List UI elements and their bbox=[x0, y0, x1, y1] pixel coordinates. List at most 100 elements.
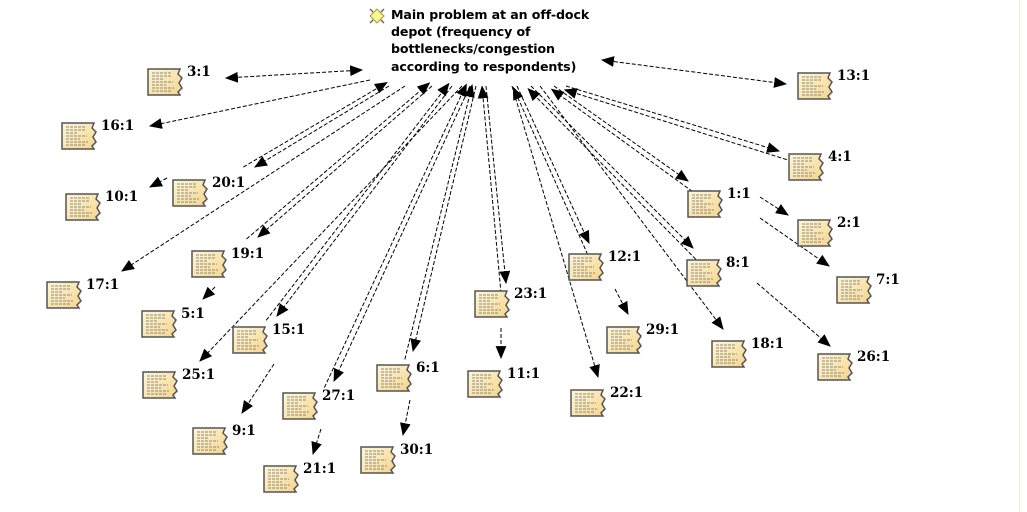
node-label: 7:1 bbox=[876, 272, 900, 288]
node-label: 27:1 bbox=[322, 388, 356, 404]
quotation-node-7[interactable]: 7:1 bbox=[836, 272, 916, 306]
edge-1-7[interactable] bbox=[759, 217, 830, 267]
edge-6-30[interactable] bbox=[400, 399, 411, 437]
document-note-icon bbox=[687, 190, 723, 218]
edge-main-to-20[interactable] bbox=[254, 85, 390, 168]
quotation-node-17[interactable]: 17:1 bbox=[46, 277, 126, 311]
quotation-node-25[interactable]: 25:1 bbox=[142, 367, 222, 401]
edge-main-to-1[interactable] bbox=[553, 85, 689, 182]
node-label: 8:1 bbox=[726, 255, 750, 271]
quotation-node-22[interactable]: 22:1 bbox=[570, 385, 650, 419]
document-note-icon bbox=[797, 72, 833, 100]
edge-12-29[interactable] bbox=[614, 288, 629, 315]
quotation-node-3[interactable]: 3:1 bbox=[147, 64, 227, 98]
document-note-icon bbox=[263, 465, 299, 493]
edge-27-to-main[interactable] bbox=[323, 83, 467, 388]
quotation-node-27[interactable]: 27:1 bbox=[282, 388, 362, 422]
edge-main-17[interactable] bbox=[121, 85, 406, 272]
edge-15-9[interactable] bbox=[241, 363, 275, 414]
quotation-node-4[interactable]: 4:1 bbox=[788, 149, 868, 183]
edge-27-21[interactable] bbox=[311, 428, 322, 456]
quotation-node-10[interactable]: 10:1 bbox=[65, 189, 145, 223]
edge-main-to-23[interactable] bbox=[485, 85, 511, 285]
quotation-node-19[interactable]: 19:1 bbox=[191, 246, 271, 280]
quotation-node-11[interactable]: 11:1 bbox=[467, 366, 547, 400]
node-label: 2:1 bbox=[837, 215, 861, 231]
node-label: 3:1 bbox=[187, 64, 211, 80]
quotation-node-12[interactable]: 12:1 bbox=[568, 249, 648, 283]
quotation-node-18[interactable]: 18:1 bbox=[711, 336, 791, 370]
edge-6-to-main[interactable] bbox=[404, 84, 475, 360]
document-note-icon bbox=[568, 253, 604, 281]
edge-main-to-6[interactable] bbox=[410, 85, 477, 353]
document-note-icon bbox=[817, 353, 853, 381]
document-note-icon bbox=[360, 446, 396, 474]
quotation-node-5[interactable]: 5:1 bbox=[141, 306, 221, 340]
edge-12-to-main[interactable] bbox=[512, 86, 589, 255]
edge-15-to-main[interactable] bbox=[265, 82, 450, 321]
edge-main-16[interactable] bbox=[148, 79, 371, 129]
canvas-edge-border bbox=[1019, 0, 1020, 512]
edge-23-to-main[interactable] bbox=[477, 85, 502, 294]
node-label: 30:1 bbox=[400, 442, 434, 458]
document-note-icon bbox=[147, 68, 183, 96]
edge-main-to-4[interactable] bbox=[565, 85, 781, 153]
edge-1-2[interactable] bbox=[759, 196, 789, 216]
edge-main-13[interactable] bbox=[600, 56, 788, 88]
edge-main-22[interactable] bbox=[511, 85, 600, 379]
node-label: 19:1 bbox=[231, 246, 265, 262]
node-label: 20:1 bbox=[212, 175, 246, 191]
edge-main-to-27[interactable] bbox=[333, 85, 471, 382]
quotation-node-8[interactable]: 8:1 bbox=[686, 255, 766, 289]
node-label: 9:1 bbox=[232, 423, 256, 439]
edge-19-5[interactable] bbox=[202, 286, 216, 300]
node-label: 6:1 bbox=[416, 360, 440, 376]
edge-main-3[interactable] bbox=[224, 65, 364, 83]
document-note-icon bbox=[65, 193, 101, 221]
edge-main-to-15[interactable] bbox=[276, 85, 453, 317]
quotation-node-15[interactable]: 15:1 bbox=[232, 322, 312, 356]
quotation-node-26[interactable]: 26:1 bbox=[817, 349, 897, 383]
quotation-node-9[interactable]: 9:1 bbox=[192, 423, 272, 457]
quotation-node-23[interactable]: 23:1 bbox=[474, 286, 554, 320]
node-label: 11:1 bbox=[507, 366, 541, 382]
document-note-icon bbox=[61, 122, 97, 150]
quotation-node-2[interactable]: 2:1 bbox=[797, 215, 877, 249]
edge-8-to-main[interactable] bbox=[527, 88, 697, 260]
quotation-node-20[interactable]: 20:1 bbox=[172, 175, 252, 209]
edge-20-10[interactable] bbox=[149, 176, 168, 188]
document-note-icon bbox=[797, 219, 833, 247]
quotation-node-30[interactable]: 30:1 bbox=[360, 442, 440, 476]
node-label: 23:1 bbox=[514, 286, 548, 302]
node-label: 12:1 bbox=[608, 249, 642, 265]
edge-main-to-12[interactable] bbox=[516, 85, 590, 244]
document-note-icon bbox=[606, 326, 642, 354]
edge-1-to-main[interactable] bbox=[550, 88, 693, 193]
edge-8-26[interactable] bbox=[756, 282, 831, 347]
edge-19-to-main[interactable] bbox=[246, 82, 431, 240]
node-label: 17:1 bbox=[86, 277, 120, 293]
edge-main-18[interactable] bbox=[539, 85, 724, 330]
quotation-node-21[interactable]: 21:1 bbox=[263, 461, 343, 495]
quotation-node-16[interactable]: 16:1 bbox=[61, 118, 141, 152]
edge-main-to-19[interactable] bbox=[257, 85, 433, 238]
document-note-icon bbox=[474, 290, 510, 318]
node-label: 5:1 bbox=[181, 306, 205, 322]
document-note-icon bbox=[376, 364, 412, 392]
edge-main-25[interactable] bbox=[199, 85, 463, 362]
edge-20-to-main[interactable] bbox=[243, 82, 388, 168]
quotation-node-13[interactable]: 13:1 bbox=[797, 68, 877, 102]
node-label: 4:1 bbox=[828, 149, 852, 165]
node-label: 1:1 bbox=[727, 186, 751, 202]
quotation-node-1[interactable]: 1:1 bbox=[687, 186, 767, 220]
quotation-node-6[interactable]: 6:1 bbox=[376, 360, 456, 394]
quotation-node-29[interactable]: 29:1 bbox=[606, 322, 686, 356]
document-note-icon bbox=[191, 250, 227, 278]
edge-4-to-main[interactable] bbox=[563, 88, 787, 161]
edge-main-to-8[interactable] bbox=[530, 85, 694, 249]
document-note-icon bbox=[192, 427, 228, 455]
document-note-icon bbox=[46, 281, 82, 309]
node-label: 15:1 bbox=[272, 322, 306, 338]
node-label: 21:1 bbox=[303, 461, 337, 477]
